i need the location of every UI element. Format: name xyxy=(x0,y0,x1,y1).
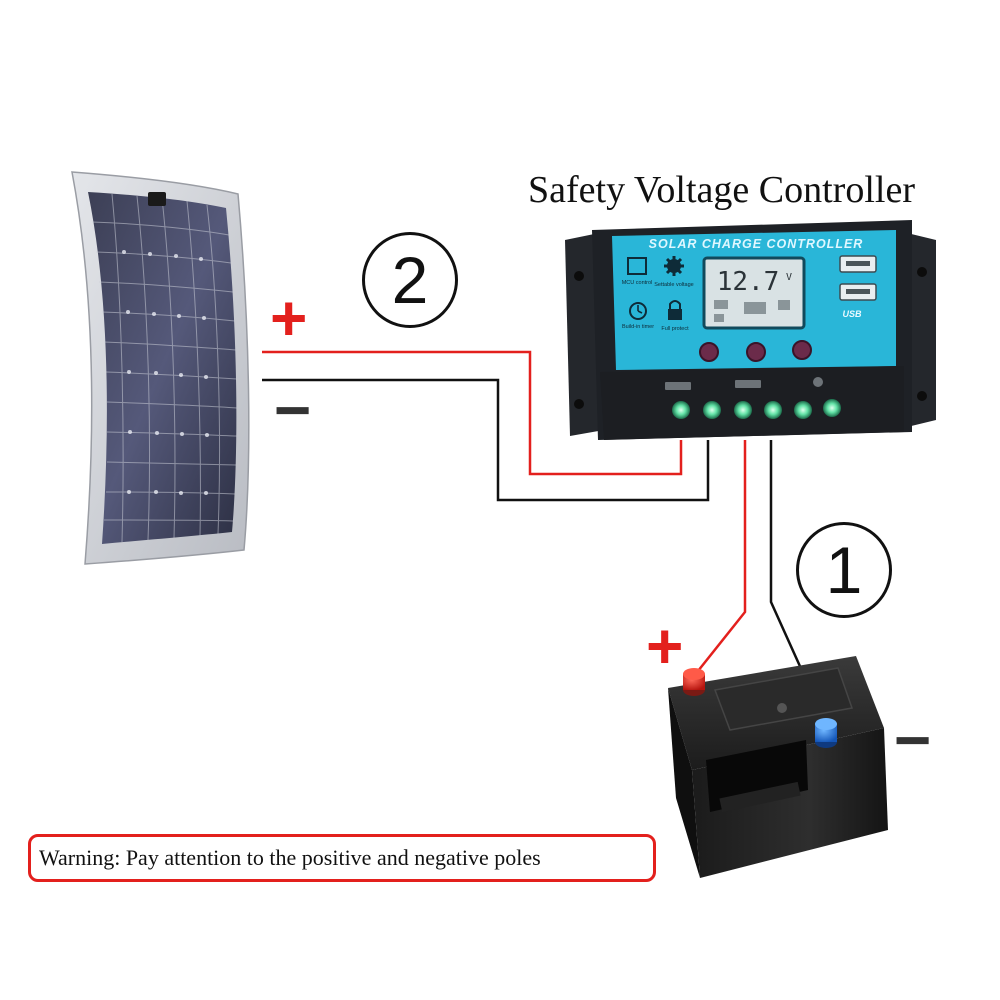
battery xyxy=(668,656,888,878)
gear-icon xyxy=(664,256,684,276)
terminal-panel-negative xyxy=(703,401,721,419)
warning-banner: Warning: Pay attention to the positive a… xyxy=(28,834,656,882)
timer-label: Build-in timer xyxy=(622,324,654,330)
terminal-battery-negative xyxy=(764,401,782,419)
menu-button[interactable] xyxy=(699,342,719,362)
controller-lcd xyxy=(702,256,806,330)
battery-positive-sign: + xyxy=(646,610,684,682)
diagram-title: Safety Voltage Controller xyxy=(528,169,915,211)
controller-buttons xyxy=(699,340,812,362)
full-protect-label: Full protect xyxy=(661,326,689,332)
mcu-label: MCU control xyxy=(622,280,653,286)
usb-label: USB xyxy=(842,309,862,319)
battery-positive-terminal xyxy=(683,668,705,696)
terminals xyxy=(672,399,841,419)
terminal-strip xyxy=(600,366,904,440)
solar-panel xyxy=(71,171,250,565)
charge-controller: SOLAR CHARGE CONTROLLER MCU control Sett… xyxy=(565,220,936,440)
panel-junction-box xyxy=(148,192,166,206)
battery-front xyxy=(668,688,700,878)
mcu-icon xyxy=(627,257,647,275)
lcd-reading: 12.7 xyxy=(717,267,780,297)
up-button[interactable] xyxy=(746,342,766,362)
panel-negative-wire xyxy=(262,378,710,502)
lcd-unit: V xyxy=(786,272,792,283)
panel-positive-wire xyxy=(262,350,683,476)
step-2-badge: 2 xyxy=(362,232,458,328)
terminal-load-positive xyxy=(794,401,812,419)
battery-lid-ridge xyxy=(713,667,853,731)
controller-feature-icons: MCU control Settable voltage Build-in ti… xyxy=(622,256,694,332)
panel-cells xyxy=(88,192,237,544)
battery-positive-wire xyxy=(693,440,747,677)
lcd-status-icons xyxy=(714,300,790,322)
battery-negative-sign: − xyxy=(894,704,932,776)
panel-to-controller-wires xyxy=(262,350,710,502)
controller-header-label: SOLAR CHARGE CONTROLLER xyxy=(649,237,864,251)
usb-ports: USB xyxy=(839,255,877,319)
panel-cell-grid xyxy=(91,193,238,543)
terminal-load-negative xyxy=(823,399,841,417)
battery-negative-terminal xyxy=(815,718,837,748)
terminal-indicator-icons xyxy=(665,377,823,390)
down-button[interactable] xyxy=(792,340,812,360)
warning-text: Warning: Pay attention to the positive a… xyxy=(39,845,541,870)
battery-brand-plate xyxy=(719,781,801,813)
panel-negative-sign: − xyxy=(274,374,312,446)
lock-icon xyxy=(668,300,682,320)
timer-icon xyxy=(629,302,647,320)
terminal-panel-positive xyxy=(672,401,690,419)
terminal-battery-positive xyxy=(734,401,752,419)
panel-positive-sign: + xyxy=(270,282,308,354)
step-1-badge: 1 xyxy=(796,522,892,618)
settable-voltage-label: Settable voltage xyxy=(654,282,693,288)
panel-cell-dots xyxy=(122,250,209,495)
